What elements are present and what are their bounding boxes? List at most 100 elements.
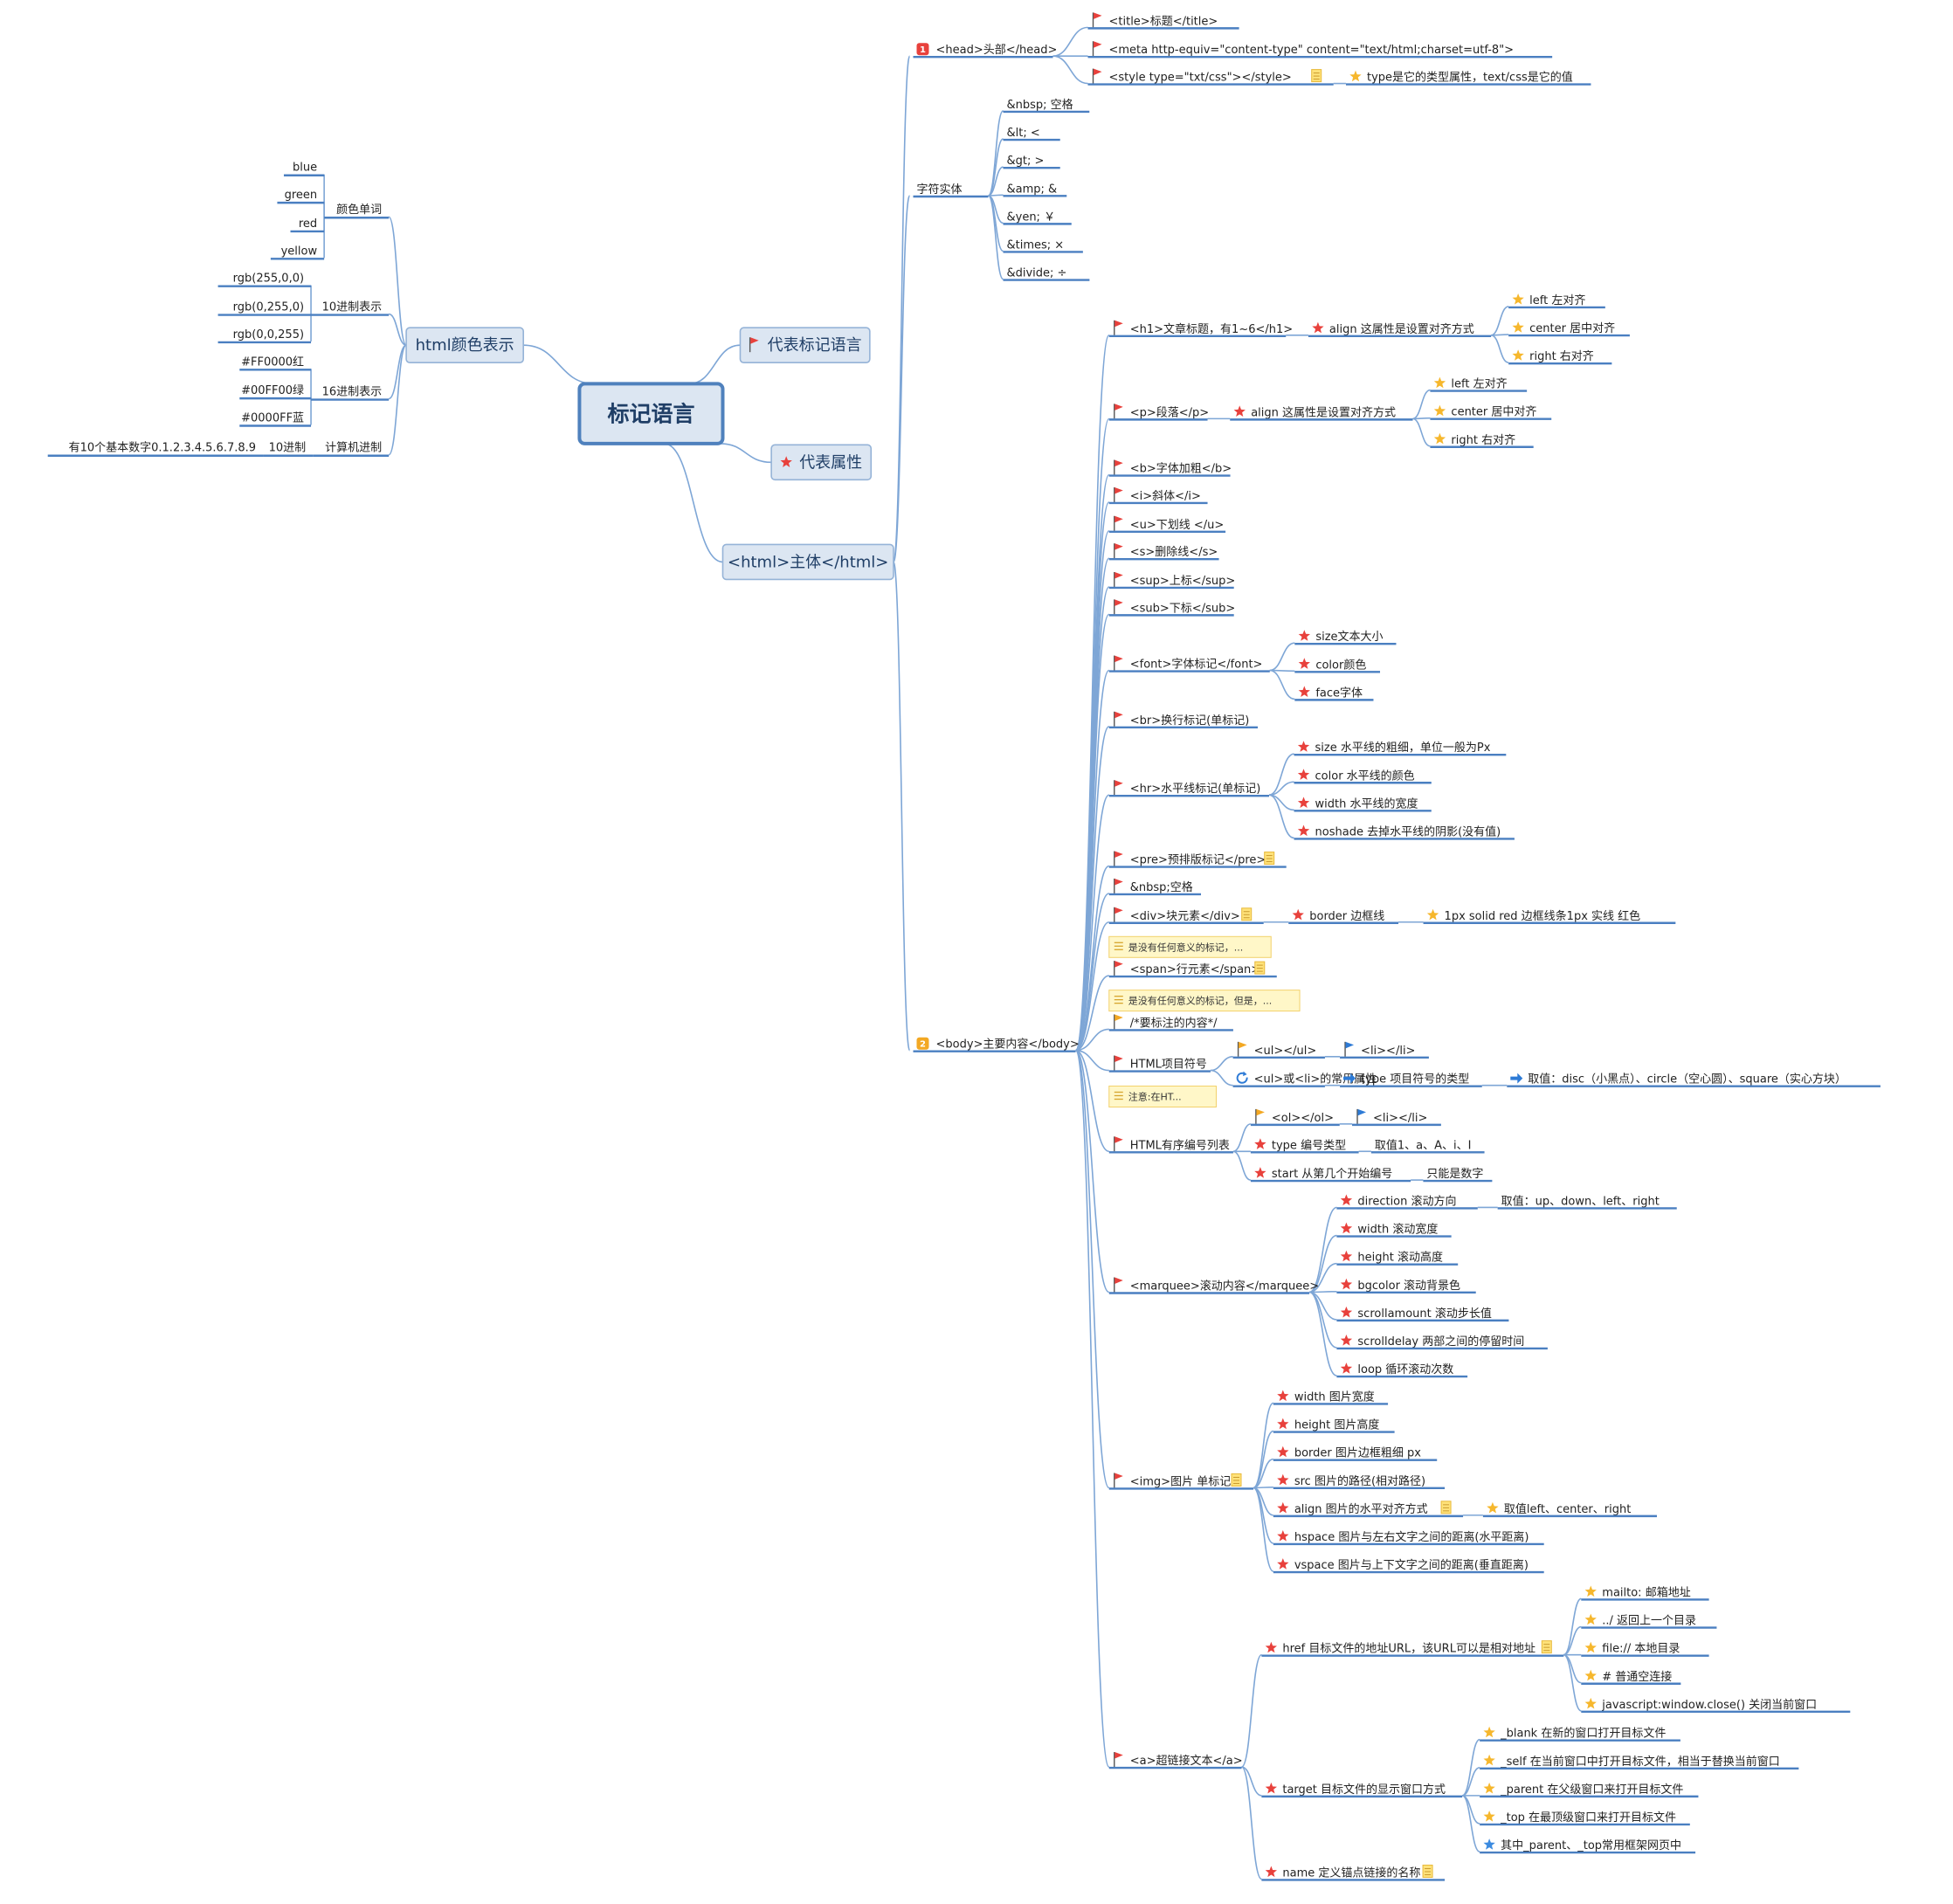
body-tag[interactable]: <sub>下标</sub> <box>1108 599 1235 617</box>
entity-item[interactable]: &gt; > <box>1003 155 1060 169</box>
a-attribute-value[interactable]: _blank 在新的窗口打开目标文件 <box>1480 1727 1680 1742</box>
color-category[interactable]: 计算机进制 <box>313 442 390 457</box>
img-attribute[interactable]: hspace 图片与左右文字之间的距离(水平距离) <box>1273 1530 1544 1546</box>
entities-node[interactable]: 字符实体 <box>913 183 989 198</box>
body-tag[interactable]: <pre>预排版标记</pre> <box>1108 851 1287 868</box>
body-tag[interactable]: <s>删除线</s> <box>1108 543 1219 561</box>
number-base-note[interactable]: 有10个基本数字0.1.2.3.4.5.6.7.8.9 <box>47 442 264 457</box>
a-attribute[interactable]: href 目标文件的地址URL，该URL可以是相对地址 <box>1261 1640 1564 1657</box>
font-attribute[interactable]: size文本大小 <box>1294 630 1397 645</box>
entity-item[interactable]: &lt; < <box>1003 127 1060 141</box>
note-callout[interactable]: 是没有任何意义的标记，但是，... <box>1108 990 1301 1012</box>
img-attribute[interactable]: src 图片的路径(相对路径) <box>1273 1474 1446 1489</box>
entity-item[interactable]: &amp; & <box>1003 183 1067 197</box>
marquee-attribute[interactable]: scrolldelay 两部之间的停留时间 <box>1336 1335 1548 1350</box>
font-attribute[interactable]: color颜色 <box>1294 658 1381 673</box>
align-value[interactable]: right 右对齐 <box>1508 349 1612 365</box>
ol-row[interactable]: start 从第几个开始编号 <box>1250 1167 1411 1183</box>
body-tag[interactable]: HTML项目符号 <box>1108 1055 1211 1073</box>
color-category[interactable]: 10进制表示 <box>311 301 390 316</box>
div-attribute[interactable]: border 边框线 <box>1288 908 1399 924</box>
align-attribute[interactable]: align 这属性是设置对齐方式 <box>1230 405 1413 421</box>
body-tag[interactable]: <span>行元素</span> <box>1108 961 1277 978</box>
img-attribute[interactable]: align 图片的水平对齐方式 <box>1273 1500 1464 1518</box>
color-value[interactable]: #FF0000红 <box>239 355 312 371</box>
ol-row[interactable]: type 编号类型 <box>1250 1138 1359 1154</box>
ul-row-child[interactable]: type 项目符号的类型 <box>1340 1073 1482 1087</box>
color-value[interactable]: rgb(0,0,255) <box>217 328 312 344</box>
marquee-attribute[interactable]: direction 滚动方向 <box>1336 1194 1478 1210</box>
img-attribute[interactable]: height 图片高度 <box>1273 1418 1395 1433</box>
ul-type-values[interactable]: 取值：disc（小黑点）、circle（空心圆）、square（实心方块） <box>1507 1073 1881 1087</box>
marquee-attribute[interactable]: loop 循环滚动次数 <box>1336 1362 1468 1378</box>
hr-attribute[interactable]: color 水平线的颜色 <box>1294 769 1432 784</box>
img-attribute[interactable]: width 图片宽度 <box>1273 1390 1389 1405</box>
body-tag[interactable]: <p>段落</p> <box>1108 404 1209 421</box>
entity-item[interactable]: &yen; ￥ <box>1003 210 1072 225</box>
color-value[interactable]: 10进制 <box>263 442 314 457</box>
main-topic-language[interactable]: 代表标记语言 <box>739 327 871 363</box>
hr-attribute[interactable]: width 水平线的宽度 <box>1294 797 1432 812</box>
ol-row-child[interactable]: 取值1、a、A、i、I <box>1370 1138 1485 1154</box>
a-attribute-value[interactable]: mailto: 邮箱地址 <box>1581 1585 1709 1601</box>
direction-values[interactable]: 取值：up、down、left、right <box>1497 1194 1677 1210</box>
img-attribute[interactable]: vspace 图片与上下文字之间的距离(垂直距离) <box>1273 1558 1544 1574</box>
marquee-attribute[interactable]: height 滚动高度 <box>1336 1251 1459 1266</box>
body-tag[interactable]: <a>超链接文本</a> <box>1108 1752 1243 1769</box>
body-tag[interactable]: <hr>水平线标记(单标记) <box>1108 780 1270 797</box>
body-tag[interactable]: <h1>文章标题，有1~6</h1> <box>1108 320 1293 337</box>
head-child[interactable]: <title>标题</title> <box>1087 12 1239 30</box>
main-topic-color[interactable]: html颜色表示 <box>405 327 525 363</box>
color-category[interactable]: 16进制表示 <box>311 386 390 401</box>
align-value[interactable]: right 右对齐 <box>1430 433 1534 448</box>
marquee-attribute[interactable]: bgcolor 滚动背景色 <box>1336 1279 1476 1293</box>
a-attribute-value[interactable]: _top 在最顶级窗口来打开目标文件 <box>1480 1811 1690 1826</box>
a-attribute[interactable]: target 目标文件的显示窗口方式 <box>1261 1783 1463 1798</box>
ol-row-child[interactable]: <li></li> <box>1352 1108 1441 1127</box>
color-value[interactable]: #00FF00绿 <box>239 384 312 400</box>
color-value[interactable]: red <box>290 217 325 233</box>
body-node[interactable]: 2<body>主要内容</body> <box>913 1037 1080 1052</box>
body-tag[interactable]: <marquee>滚动内容</marquee> <box>1108 1277 1319 1294</box>
head-child[interactable]: <style type="txt/css"></style> <box>1087 68 1334 86</box>
a-attribute-value[interactable]: file:// 本地目录 <box>1581 1641 1709 1657</box>
body-tag[interactable]: <div>块元素</div> <box>1108 907 1264 924</box>
marquee-attribute[interactable]: scrollamount 滚动步长值 <box>1336 1307 1509 1322</box>
note-callout[interactable]: 是没有任何意义的标记，... <box>1108 935 1272 958</box>
a-attribute-value[interactable]: # 普通空连接 <box>1581 1670 1681 1685</box>
align-value[interactable]: left 左对齐 <box>1430 377 1528 392</box>
a-attribute-value[interactable]: 其中_parent、_top常用框架网页中 <box>1480 1838 1696 1854</box>
entity-item[interactable]: &times; × <box>1003 238 1083 253</box>
body-tag[interactable]: <b>字体加粗</b> <box>1108 459 1232 477</box>
entity-item[interactable]: &divide; ÷ <box>1003 267 1090 281</box>
head-node[interactable]: 1<head>头部</head> <box>913 43 1057 59</box>
font-attribute[interactable]: face字体 <box>1294 686 1374 701</box>
align-value[interactable]: center 居中对齐 <box>1508 321 1630 337</box>
body-tag[interactable]: <u>下划线 </u> <box>1108 515 1226 533</box>
main-topic-html-body[interactable]: <html>主体</html> <box>721 543 894 581</box>
body-tag[interactable]: /*要标注的内容*/ <box>1108 1014 1233 1031</box>
a-attribute-value[interactable]: javascript:window.close() 关闭当前窗口 <box>1581 1698 1851 1714</box>
a-attribute-value[interactable]: _self 在当前窗口中打开目标文件，相当于替换当前窗口 <box>1480 1755 1799 1769</box>
body-tag[interactable]: <img>图片 单标记 <box>1108 1473 1254 1490</box>
ol-row[interactable]: <ol></ol> <box>1250 1108 1340 1127</box>
a-attribute[interactable]: name 定义锚点链接的名称 <box>1261 1864 1446 1881</box>
align-value[interactable]: left 左对齐 <box>1508 293 1605 309</box>
ol-row-child[interactable]: 只能是数字 <box>1423 1168 1493 1183</box>
style-type-note[interactable]: type是它的类型属性，text/css是它的值 <box>1345 71 1591 86</box>
ul-row-child[interactable]: <li></li> <box>1340 1041 1429 1059</box>
root-topic[interactable]: 标记语言 <box>577 382 725 445</box>
align-value[interactable]: center 居中对齐 <box>1430 405 1552 420</box>
body-tag[interactable]: &nbsp;空格 <box>1108 878 1202 896</box>
head-child[interactable]: <meta http-equiv="content-type" content=… <box>1087 41 1553 59</box>
main-topic-attribute[interactable]: 代表属性 <box>770 444 873 481</box>
align-attribute[interactable]: align 这属性是设置对齐方式 <box>1308 322 1492 337</box>
a-attribute-value[interactable]: ../ 返回上一个目录 <box>1581 1613 1717 1629</box>
marquee-attribute[interactable]: width 滚动宽度 <box>1336 1223 1452 1238</box>
hr-attribute[interactable]: size 水平线的粗细，单位一般为Px <box>1294 741 1507 756</box>
color-value[interactable]: blue <box>283 162 325 176</box>
body-tag[interactable]: <br>换行标记(单标记) <box>1108 711 1259 728</box>
img-align-values[interactable]: 取值left、center、right <box>1482 1502 1657 1518</box>
entity-item[interactable]: &nbsp; 空格 <box>1003 98 1090 114</box>
div-attribute-value[interactable]: 1px solid red 边框线条1px 实线 红色 <box>1423 909 1676 924</box>
